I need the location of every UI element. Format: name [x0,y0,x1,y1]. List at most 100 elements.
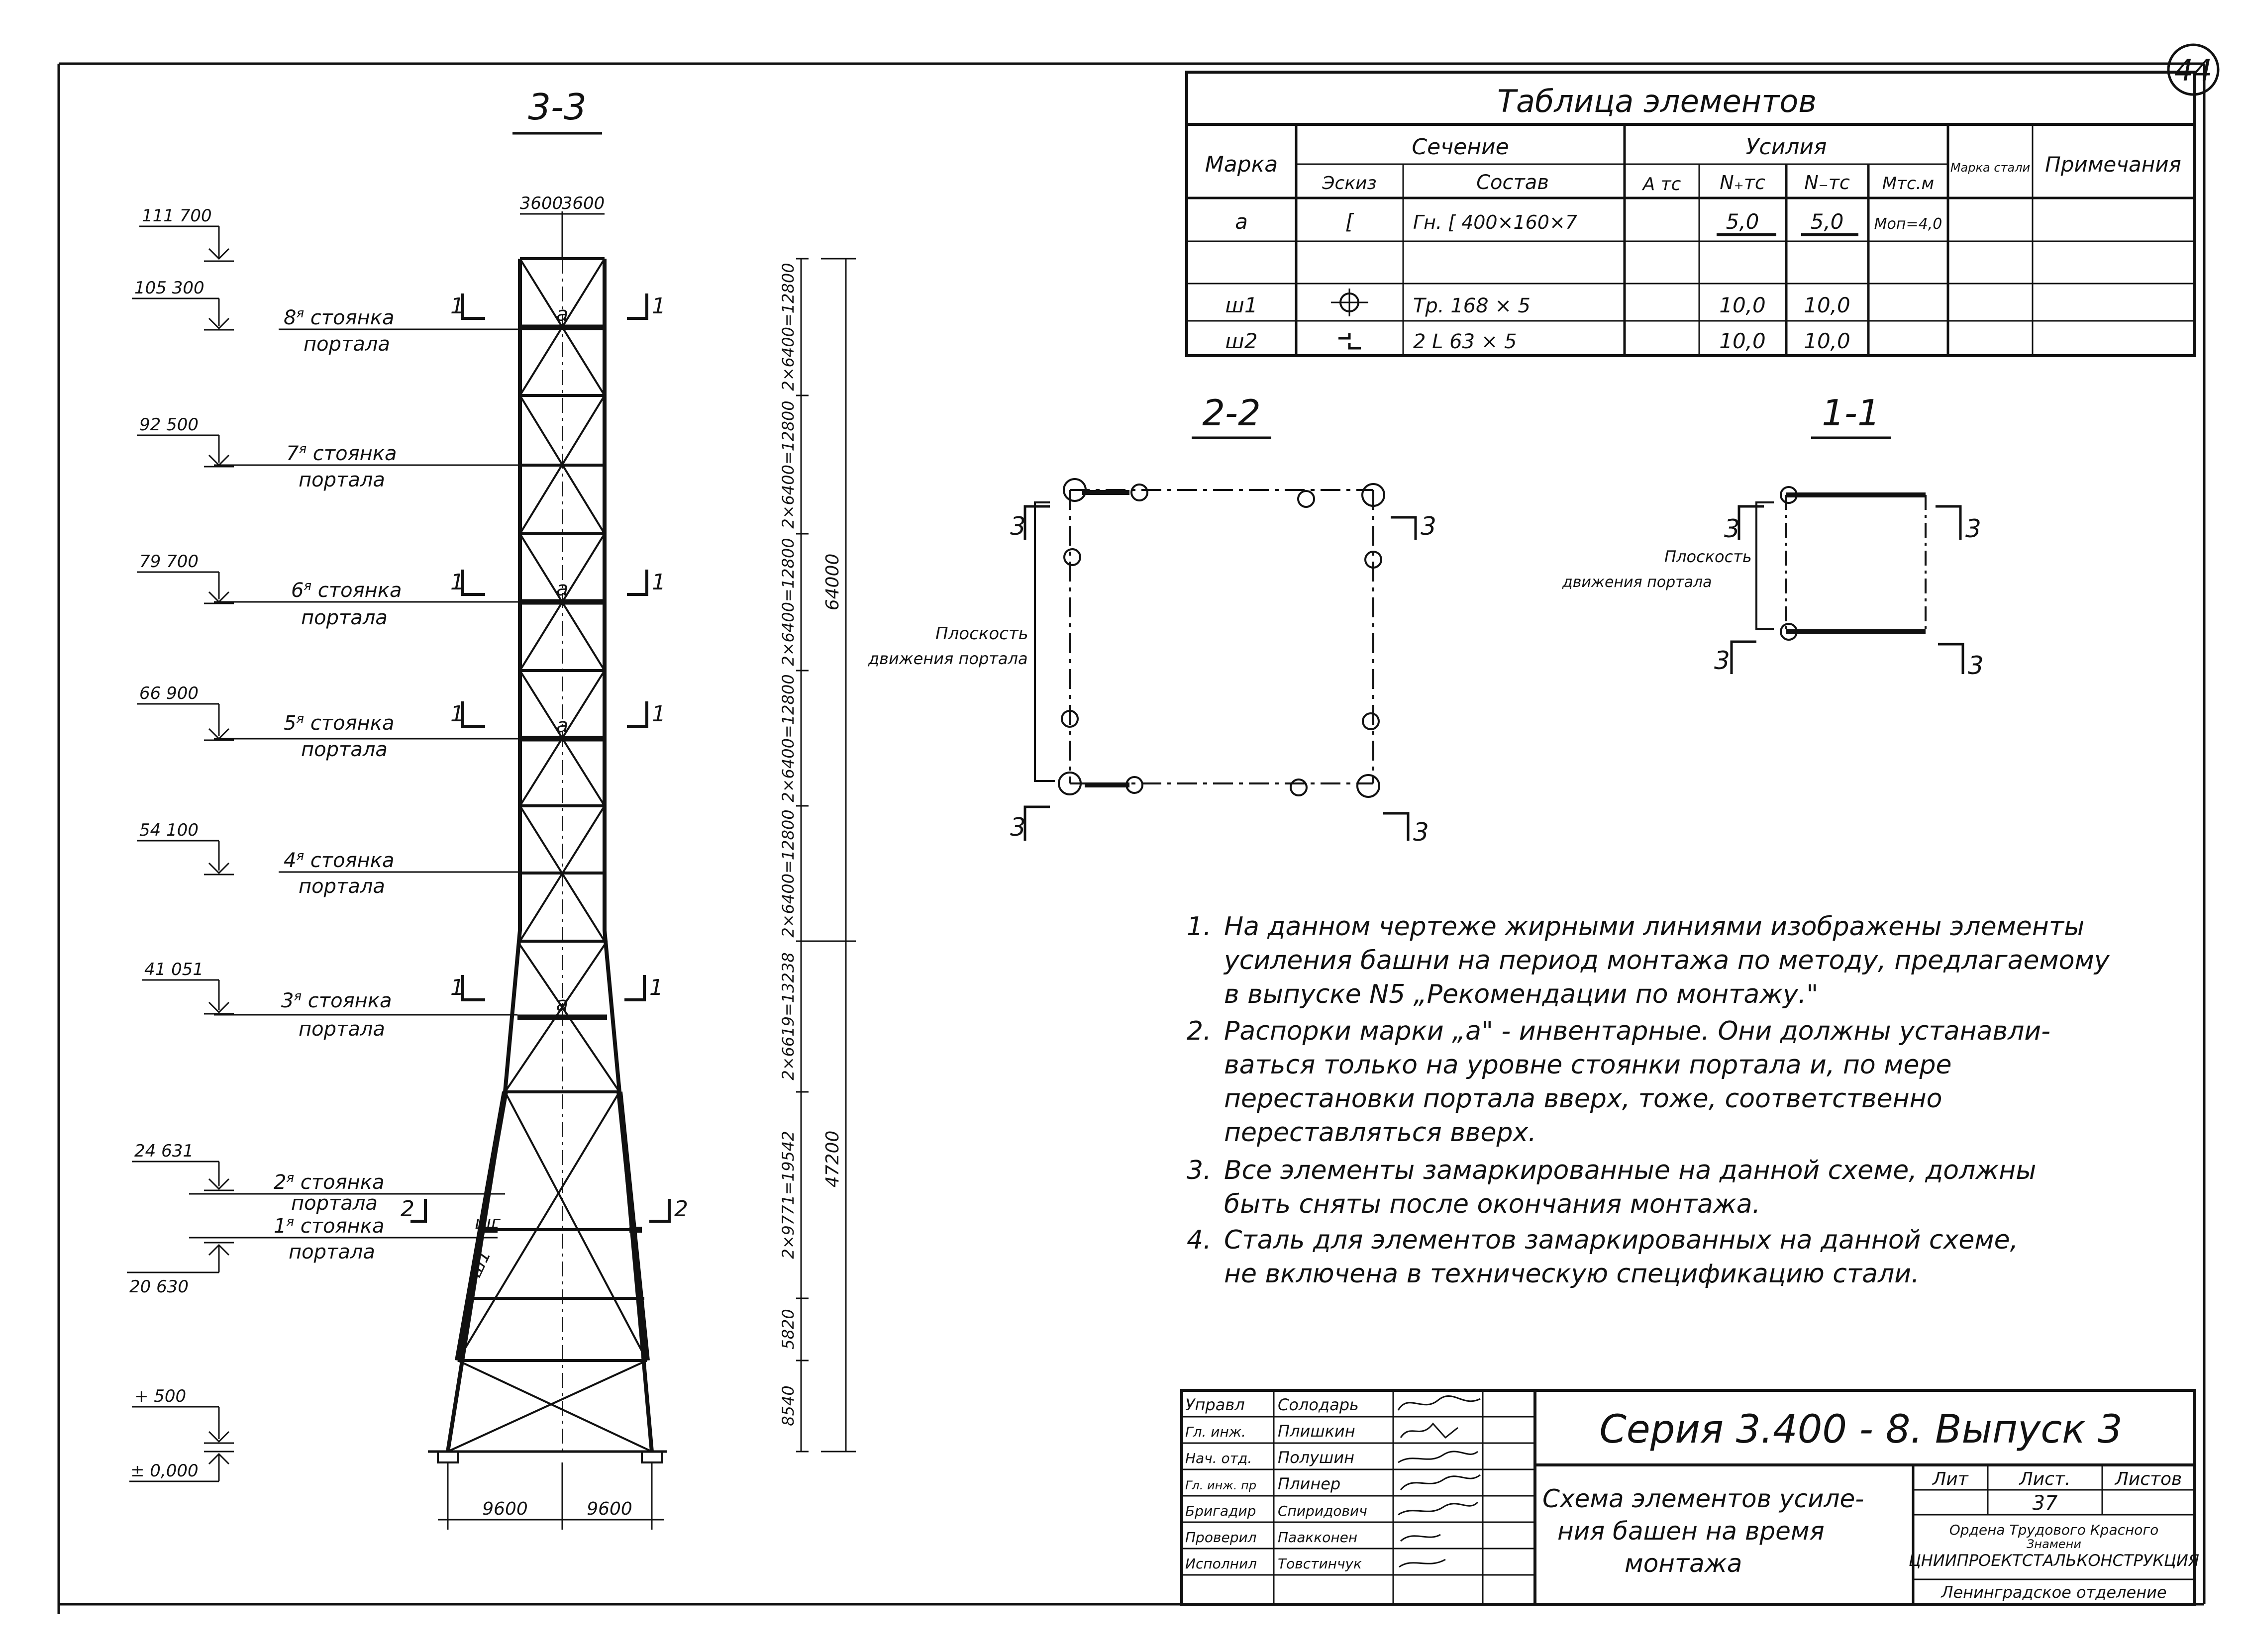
svg-text:7я стоянка: 7я стоянка [286,442,397,465]
svg-text:3.: 3. [1187,1156,1212,1185]
svg-text:2.: 2. [1187,1016,1212,1046]
svg-text:6я стоянка: 6я стоянка [291,579,402,602]
elements-table: Таблица элементов Марка Сечение Эскиз Со… [1185,71,2196,357]
svg-text:На данном чертеже жирными лини: На данном чертеже жирными линиями изобра… [1224,912,2084,942]
svg-text:Схема элементов усиле-: Схема элементов усиле- [1542,1484,1864,1513]
svg-text:5,0: 5,0 [1726,209,1759,234]
svg-text:движения портала: движения портала [868,649,1028,668]
svg-text:Нач. отд.: Нач. отд. [1185,1450,1252,1466]
svg-text:[: [ [1345,209,1354,234]
svg-text:портала: портала [299,1018,385,1041]
svg-text:перестановки портала вверх, то: перестановки портала вверх, тоже, соотве… [1224,1084,1942,1114]
svg-text:2×6400=12800: 2×6400=12800 [779,400,798,528]
panel-dimension-chain: 2×6400=12800 2×6400=12800 2×6400=12800 2… [779,258,856,1453]
sheet-frame: 44 [57,43,2220,1614]
th-primechaniya: Примечания [2045,152,2181,177]
stand-3: 3я стоянка портала [214,989,517,1041]
svg-text:5820: 5820 [779,1309,798,1349]
svg-text:3: 3 [1010,813,1026,842]
th-m-tcm: Mтс.м [1882,174,1934,194]
svg-text:Плишкин: Плишкин [1278,1422,1355,1441]
th-marka-stali: Марка стали [1950,161,2030,175]
svg-text:Тр. 168 × 5: Тр. 168 × 5 [1413,294,1531,317]
svg-text:усиления башни на период монта: усиления башни на период монтажа по мето… [1223,946,2110,975]
svg-text:Плоскость: Плоскость [935,624,1028,644]
svg-text:не включена в техническую спец: не включена в техническую спецификацию с… [1224,1259,1920,1289]
stand-1: 1я стоянка портала [189,1214,498,1263]
elev-92500: 92 500 [139,415,199,435]
mark-shg: шг [475,1213,501,1233]
portal-stands: 8я стоянка портала 7я стоянка портала 6я… [189,306,520,1263]
top-dim-right: 3600 [562,194,605,213]
svg-text:2я стоянка: 2я стоянка [274,1170,384,1194]
elev-66900: 66 900 [139,683,199,703]
elev-20630: 20 630 [129,1277,189,1297]
mark-a-1: a [556,303,569,326]
cut-marks: 1 1 1 1 1 1 1 1 2 2 [401,293,688,1223]
svg-text:ния башен на время: ния башен на время [1557,1517,1825,1546]
series: Серия 3.400 - 8. Выпуск 3 [1599,1407,2122,1452]
svg-text:3: 3 [1413,818,1429,847]
th-a-tc: A тс [1642,174,1681,194]
section-1-1: 1-1 Плоскость движения портала 3 3 3 3 [1562,392,1984,680]
svg-text:Сталь для элементов замаркиров: Сталь для элементов замаркированных на д… [1224,1225,2018,1255]
svg-text:портала: портала [289,1241,375,1263]
mark-a-2: a [556,578,569,600]
svg-text:2×6400=12800: 2×6400=12800 [779,809,798,937]
svg-text:2×6619=13238: 2×6619=13238 [779,952,798,1080]
svg-text:10,0: 10,0 [1804,329,1850,353]
svg-text:переставляться вверх.: переставляться вверх. [1224,1118,1536,1148]
svg-text:10,0: 10,0 [1804,293,1850,317]
elev-plus500: + 500 [134,1386,186,1406]
svg-text:3: 3 [1724,514,1740,543]
svg-text:Солодарь: Солодарь [1278,1395,1359,1414]
svg-text:Лит: Лит [1932,1469,1968,1489]
svg-text:3: 3 [1965,514,1981,543]
svg-text:1: 1 [652,293,666,319]
svg-text:ваться только на уровне стоянк: ваться только на уровне стоянки портала … [1224,1050,1951,1080]
svg-text:Полушин: Полушин [1278,1448,1354,1467]
svg-text:портала: портала [299,875,385,898]
notes: 1. На данном чертеже жирными линиями изо… [1187,912,2110,1289]
svg-text:Гн. [ 400×160×7: Гн. [ 400×160×7 [1413,211,1577,233]
svg-text:монтажа: монтажа [1625,1549,1742,1578]
svg-text:a: a [1235,209,1248,234]
elev-54100: 54 100 [139,820,199,840]
mark-a-4: a [556,993,569,1016]
svg-text:Управл: Управл [1185,1395,1245,1414]
svg-text:3: 3 [1010,512,1026,541]
svg-text:Листов: Листов [2114,1469,2182,1489]
th-sechenie: Сечение [1412,134,1509,160]
mark-sh1: ш1 [465,1247,495,1280]
svg-text:9600: 9600 [587,1499,632,1519]
svg-text:портала: портала [304,333,390,356]
note-2: 2. Распорки марки „a" - инвентарные. Они… [1187,1016,2050,1148]
svg-text:2: 2 [674,1196,688,1222]
elevation-marks: 111 700 105 300 92 500 79 700 66 [127,206,234,1482]
svg-text:8я стоянка: 8я стоянка [284,306,394,329]
stand-8: 8я стоянка портала [279,306,520,356]
svg-text:Все элементы замаркированные н: Все элементы замаркированные на данной с… [1224,1156,2036,1185]
svg-text:Проверил: Проверил [1185,1529,1257,1546]
svg-text:10,0: 10,0 [1719,329,1766,353]
dim-64000: 64000 [822,554,843,611]
elev-79700: 79 700 [139,552,199,572]
svg-text:2 L 63 × 5: 2 L 63 × 5 [1413,330,1517,353]
th-usiliya: Усилия [1746,134,1827,160]
section-1-1-title: 1-1 [1822,392,1880,434]
svg-text:1я стоянка: 1я стоянка [274,1214,384,1238]
svg-text:портала: портала [301,738,388,761]
svg-text:5я стоянка: 5я стоянка [284,711,394,735]
section-3-3: 3-3 3600 3600 [127,86,856,1530]
svg-text:портала: портала [301,606,388,629]
svg-text:Знамени: Знамени [2027,1537,2081,1551]
svg-text:1: 1 [649,975,663,1000]
svg-text:Лист.: Лист. [2019,1469,2071,1489]
svg-text:в выпуске N5 „Рекомендации по: в выпуске N5 „Рекомендации по монтажу." [1224,979,1818,1009]
svg-text:2: 2 [401,1196,414,1222]
svg-text:Товстинчук: Товстинчук [1278,1555,1362,1572]
stand-2: 2я стоянка портала [189,1170,505,1215]
svg-text:9600: 9600 [482,1499,528,1519]
svg-text:ш1: ш1 [1225,293,1257,317]
